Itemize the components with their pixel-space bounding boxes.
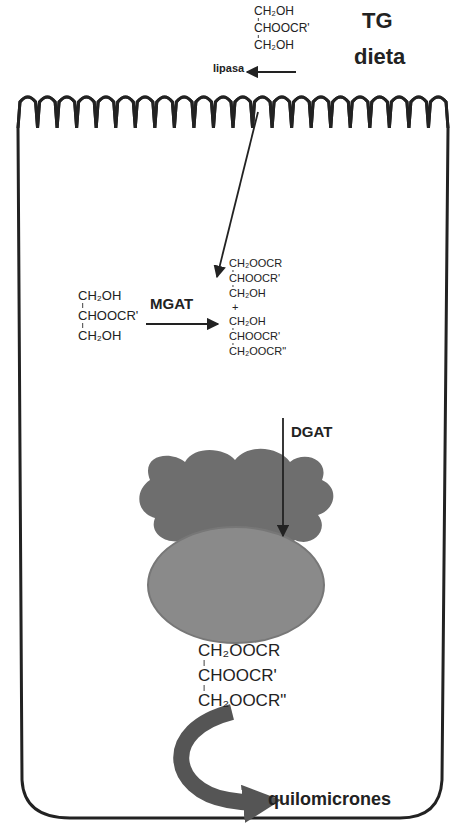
bond-line bbox=[82, 323, 83, 328]
formula-line: CHOOCR' bbox=[78, 309, 138, 322]
bond-line bbox=[204, 685, 205, 691]
bond-line bbox=[232, 328, 233, 330]
formula-line: CH₂OOCR bbox=[198, 642, 280, 659]
formula-line: CH₂OH bbox=[229, 288, 266, 299]
dgat-arrow bbox=[282, 418, 284, 536]
formula-line: CHOOCR' bbox=[198, 667, 277, 684]
bond-line bbox=[258, 18, 259, 21]
chylomicron-exit-arrow bbox=[181, 712, 262, 803]
bond-line bbox=[232, 285, 233, 287]
mgat-arrow bbox=[146, 323, 218, 325]
product-label: quilomicrones bbox=[268, 790, 391, 808]
bond-line bbox=[232, 343, 233, 345]
absorption-arrow bbox=[217, 112, 258, 277]
formula-line: CH₂OH bbox=[229, 316, 266, 327]
plus-sign: + bbox=[232, 302, 238, 313]
formula-line: CHOOCR' bbox=[229, 273, 280, 284]
formula-line: CH₂OH bbox=[254, 5, 294, 17]
formula-line: CH₂OH bbox=[78, 289, 121, 302]
cell-membrane bbox=[18, 97, 448, 818]
bond-line bbox=[204, 660, 205, 666]
formula-line: CH₂OOCR bbox=[229, 258, 282, 269]
formula-line: CH₂OH bbox=[254, 39, 294, 51]
bond-line bbox=[82, 303, 83, 308]
enzyme-label: DGAT bbox=[291, 424, 332, 439]
title-label: TG bbox=[362, 10, 393, 32]
bond-line bbox=[258, 35, 259, 38]
enzyme-label: MGAT bbox=[150, 296, 193, 311]
formula-line: CH₂OH bbox=[78, 329, 121, 342]
formula-line: CHOOCR' bbox=[229, 331, 280, 342]
enzyme-label: lipasa bbox=[213, 63, 244, 74]
nucleus bbox=[148, 527, 324, 643]
bond-line bbox=[232, 270, 233, 272]
microvilli bbox=[18, 97, 448, 128]
title-label: dieta bbox=[354, 46, 405, 68]
formula-line: CH₂OOCR" bbox=[198, 692, 286, 709]
formula-line: CHOOCR' bbox=[254, 22, 310, 34]
formula-line: CH₂OOCR" bbox=[229, 346, 286, 357]
lipase-arrow bbox=[247, 71, 296, 73]
